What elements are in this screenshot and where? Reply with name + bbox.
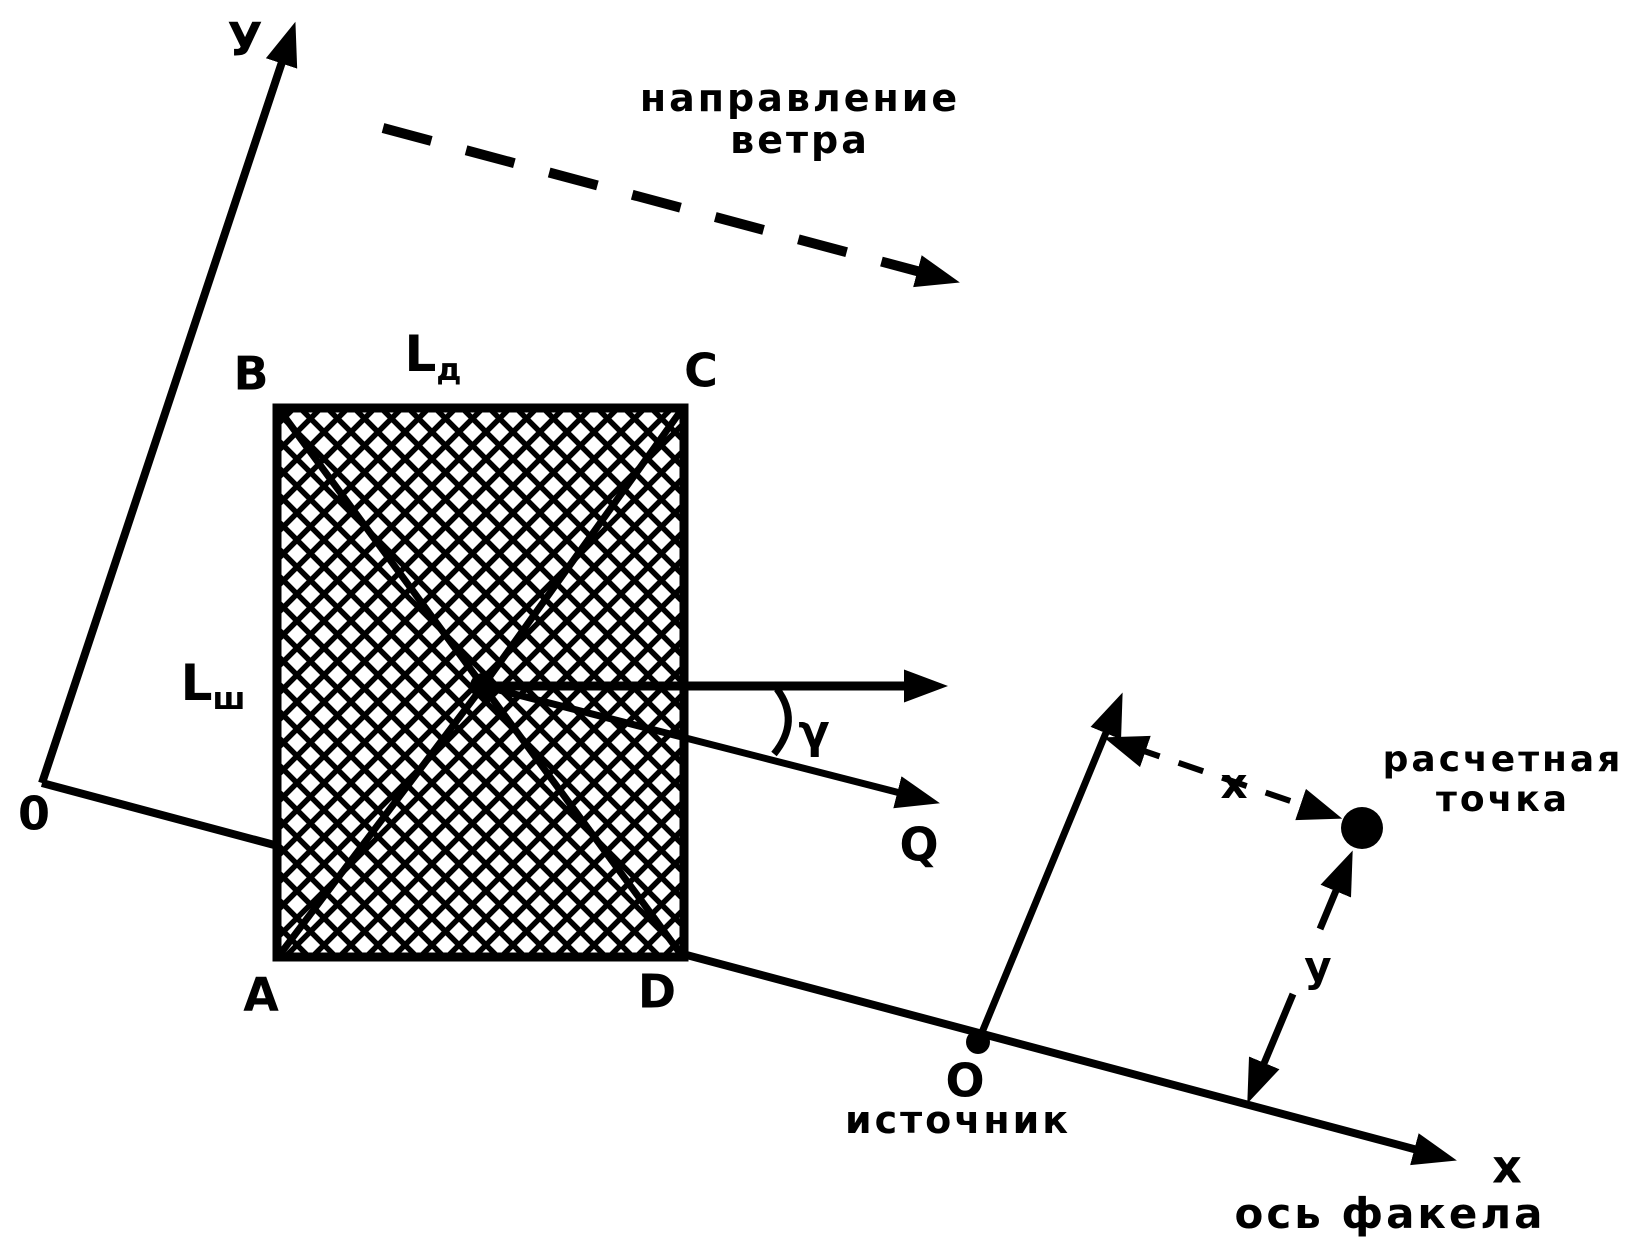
corner-label-c: C [684,343,718,398]
corner-label-a: A [243,967,279,1022]
q-arrow [482,682,940,809]
y-axis-label: У [227,12,263,67]
building-length-label: Lд [404,324,462,389]
diagonal-from-b [278,409,486,689]
wind-caption-line2: ветра [730,117,870,162]
gamma-angle-arc [771,686,792,757]
gamma-angle-label: γ [798,704,830,759]
building-length-subscript: д [436,352,462,389]
x-dimension-arrow [1103,735,1343,821]
calc-point-caption-line1: расчетная [1382,739,1624,780]
diagonal-from-d [480,683,683,956]
wind-direction-caption: направление ветра [639,76,961,162]
building-length-symbol: L [404,324,437,383]
diagonal-from-c [480,409,683,689]
calc-point-dot [1341,807,1383,849]
origin-label: 0 [17,786,51,841]
calc-point-caption: расчетная точка [1383,740,1624,819]
plume-axis-label: x [1492,1139,1522,1194]
corner-label-b: B [233,346,269,401]
wind-direction-arrow [381,123,960,288]
y-dimension-lower-arrow [1247,992,1297,1104]
y-axis-line [38,21,298,785]
y-dimension-label: y [1304,941,1332,991]
building-width-label: Lш [180,653,246,718]
corner-label-d: D [637,964,677,1019]
x-dimension-label: x [1220,758,1248,808]
source-caption: источник [844,1098,1072,1143]
q-arrow-label: Q [899,817,939,872]
building-width-symbol: L [180,653,213,712]
source-vertical-axis [974,692,1123,1044]
wind-caption-line1: направление [639,76,961,120]
source-point-dot [966,1030,990,1054]
calc-point-caption-line2: точка [1435,778,1571,820]
source-point-label: O [945,1053,985,1108]
diagonal-from-a [278,683,486,956]
plume-axis-caption: ось факела [1234,1188,1546,1238]
building-width-subscript: ш [212,681,246,718]
y-dimension-upper-arrow [1316,850,1353,931]
